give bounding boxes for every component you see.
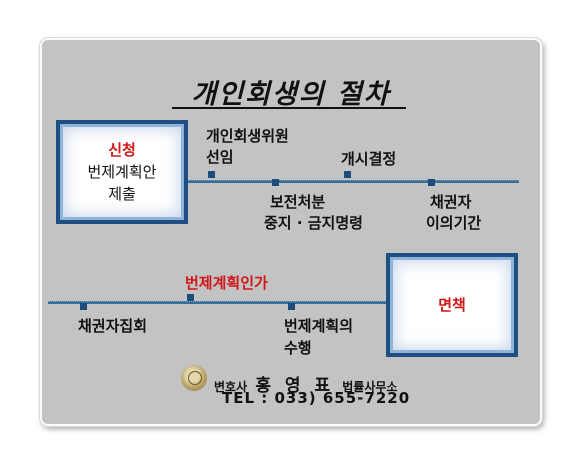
step-commissioner-line1: 개인회생위원 [206,127,289,145]
step-objection-line2: 이의기간 [426,214,482,232]
end-step-box: 면책 [386,253,518,357]
timeline-marker-performance [288,303,295,310]
step-approval: 번제계획인가 [185,274,268,292]
timeline-marker-approval [187,294,194,301]
timeline-bottom [48,301,386,304]
step-performance-line1: 번제계획의 [284,317,354,335]
step-performance-line2: 수행 [284,339,312,357]
step-commissioner-line2: 선임 [206,148,234,166]
title-underline [172,107,406,109]
end-step-title: 면책 [438,296,466,314]
page-title: 개인회생의 절차 [191,79,391,110]
step-preservation-line2: 중지 · 금지명령 [264,214,363,232]
timeline-marker-creditors-meeting [80,303,87,310]
step-preservation-line1: 보전처분 [270,193,326,211]
step-objection-line1: 채권자 [430,193,472,211]
step-creditors-meeting: 채권자집회 [78,317,148,335]
timeline-marker-preservation [272,179,279,186]
office-prefix: 변호사 [214,380,248,394]
timeline-top [186,180,519,183]
start-step-title: 신청 [108,141,136,159]
office-telephone: TEL : 033) 655-7220 [222,389,411,407]
seal-logo-icon [181,365,207,391]
office-name: 변호사 홍 영 표 법률사무소 [214,371,397,396]
timeline-marker-commissioner [208,171,215,178]
start-step-line3: 제출 [108,185,136,203]
process-panel [40,38,542,426]
timeline-marker-commencement [344,171,351,178]
step-commencement: 개시결정 [341,150,397,168]
office-suffix: 법률사무소 [342,380,398,394]
timeline-marker-objection [428,179,435,186]
lawyer-name: 홍 영 표 [255,376,335,396]
start-step-line2: 번제계획안 [87,163,157,181]
start-step-box: 신청 번제계획안 제출 [56,120,188,224]
